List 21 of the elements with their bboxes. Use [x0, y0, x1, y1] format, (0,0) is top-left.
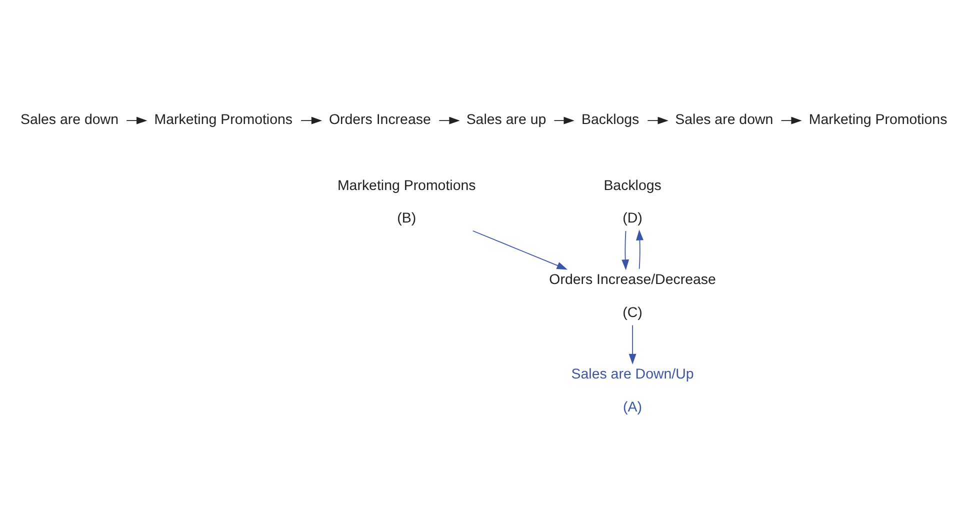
- arrow: [647, 116, 668, 124]
- arrow: [554, 116, 574, 124]
- node-text: Sales are up: [466, 112, 546, 128]
- arrow: [780, 116, 802, 124]
- arrow: [636, 230, 644, 270]
- node-text: Marketing Promotions: [154, 112, 293, 128]
- node-text: Marketing Promotions: [808, 112, 948, 128]
- node-text: Backlogs: [581, 112, 640, 128]
- node-text: Sales are Down/Up (A): [571, 366, 694, 416]
- arrow: [622, 230, 630, 270]
- node-text: Marketing Promotions (B): [337, 178, 476, 227]
- arrow: [300, 116, 322, 124]
- node-text: Orders Increase: [328, 112, 431, 128]
- arrow: [472, 230, 568, 270]
- arrow: [126, 116, 148, 124]
- node-text: Orders Increase/Decrease (C): [549, 272, 716, 321]
- node-text: Sales are down: [675, 112, 774, 128]
- node-text: Backlogs (D): [604, 178, 662, 227]
- arrow: [628, 324, 636, 364]
- node-text: Sales are down: [20, 112, 118, 128]
- arrow: [438, 116, 460, 124]
